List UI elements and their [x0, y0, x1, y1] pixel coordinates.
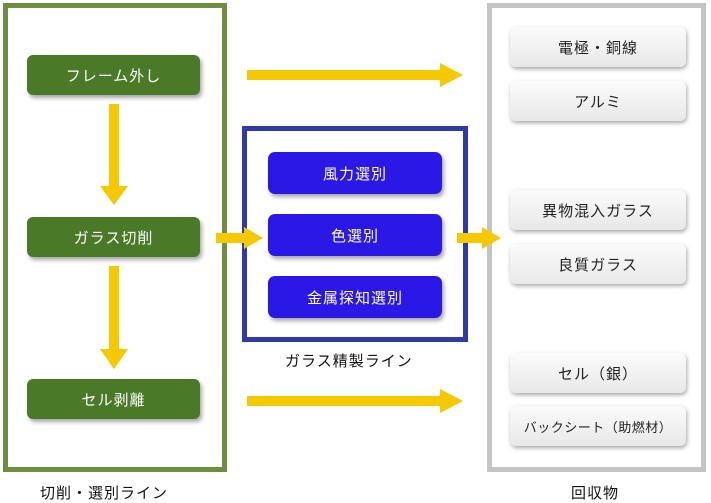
recovered-aluminum: アルミ [510, 81, 686, 121]
glass-refining-line-label: ガラス精製ライン [285, 352, 413, 370]
recovered-backsheet: バックシート（助燃材） [510, 406, 686, 446]
arrow-down-1 [100, 104, 128, 205]
step-metal-detection: 金属探知選別 [268, 276, 442, 318]
recovered-materials-label: 回収物 [571, 484, 620, 502]
arrow-right-out-glass [457, 227, 501, 249]
step-color-sorting: 色選別 [268, 214, 442, 256]
recovered-cell-silver: セル（銀） [510, 353, 686, 393]
recovered-quality-glass: 良質ガラス [510, 244, 686, 284]
arrow-down-2 [100, 266, 128, 369]
arrow-right-bottom [247, 389, 463, 413]
arrow-right-top [247, 63, 463, 87]
step-wind-sorting: 風力選別 [268, 152, 442, 194]
step-cell-peeling: セル剥離 [27, 379, 200, 419]
recovered-electrode-copper: 電極・銅線 [510, 27, 686, 67]
step-frame-removal: フレーム外し [27, 55, 200, 95]
recovered-contaminated-glass: 異物混入ガラス [510, 190, 686, 230]
cutting-sorting-line-label: 切削・選別ライン [40, 484, 169, 502]
step-glass-cutting: ガラス切削 [27, 217, 200, 257]
arrow-right-into-glass [216, 227, 263, 249]
